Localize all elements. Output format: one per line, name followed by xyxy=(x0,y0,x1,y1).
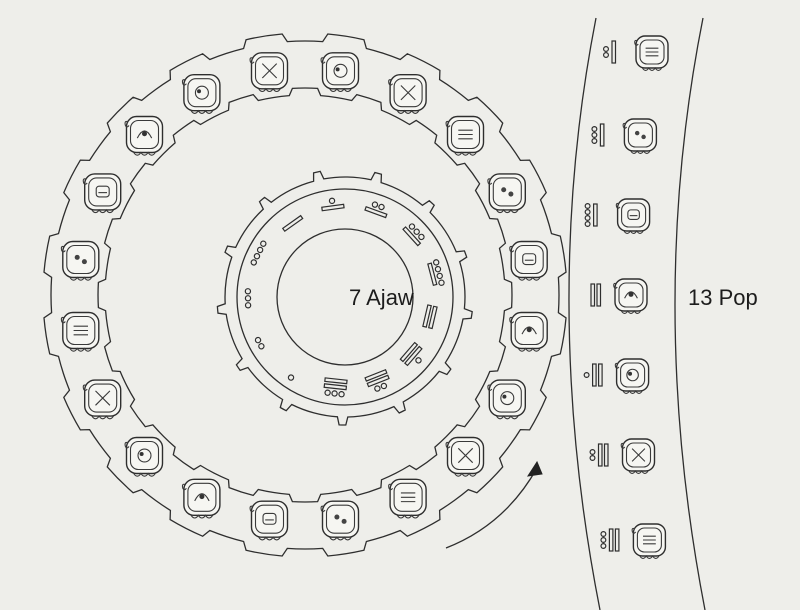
tzolkin-day-sign-icon xyxy=(487,173,526,214)
number-wheel-inner-rim xyxy=(236,188,454,406)
arrow-head xyxy=(526,460,543,477)
maya-numeral xyxy=(250,240,267,266)
tzolkin-day-sign-icon xyxy=(388,478,427,519)
tzolkin-day-sign-icon xyxy=(320,52,360,93)
maya-numeral xyxy=(281,214,304,233)
center-label: 7 Ajaw xyxy=(349,285,414,310)
tzolkin-day-sign-icon xyxy=(82,173,122,214)
band-label: 13 Pop xyxy=(688,285,758,310)
maya-numeral xyxy=(287,374,295,381)
haab-month-sign-icon xyxy=(631,523,667,559)
inner-rim xyxy=(97,87,513,503)
maya-numeral xyxy=(603,40,617,64)
haab-month-sign-icon xyxy=(634,35,669,71)
center-disc xyxy=(276,228,414,366)
maya-numeral xyxy=(244,288,252,309)
tzolkin-day-sign-icon xyxy=(445,436,485,477)
tzolkin-day-sign-icon xyxy=(60,240,100,281)
band-left-edge xyxy=(568,17,601,610)
arrow-shaft xyxy=(445,467,538,549)
maya-numeral xyxy=(591,123,605,147)
tzolkin-day-sign-icon xyxy=(124,115,164,156)
tzolkin-day-sign-icon xyxy=(388,73,427,114)
maya-numeral xyxy=(590,283,602,307)
maya-numeral xyxy=(364,368,390,392)
maya-numeral xyxy=(323,377,348,398)
haab-month-band xyxy=(568,17,706,610)
tzolkin-day-sign-icon xyxy=(60,311,100,352)
tzolkin-day-sign-icon xyxy=(82,379,122,420)
maya-numeral xyxy=(427,259,445,287)
band-right-edge xyxy=(674,17,706,610)
haab-month-sign-icon xyxy=(622,118,658,154)
tzolkin-day-sign-icon xyxy=(320,500,360,541)
tzolkin-day-sign-icon xyxy=(249,52,289,93)
haab-month-sign-icon xyxy=(615,198,651,234)
maya-numeral xyxy=(399,341,423,367)
maya-numeral xyxy=(364,201,388,219)
maya-numeral xyxy=(589,443,609,467)
maya-numeral xyxy=(422,304,438,330)
number-wheel-outer-rim xyxy=(216,170,473,426)
maya-numeral xyxy=(254,336,265,350)
tzolkin-day-sign-icon xyxy=(445,115,485,156)
maya-numeral xyxy=(583,363,603,387)
curved-arrow-icon xyxy=(445,460,543,549)
tzolkin-day-sign-icon xyxy=(249,500,289,541)
maya-numeral xyxy=(584,203,598,228)
haab-month-sign-icon xyxy=(613,278,648,314)
tzolkin-day-sign-icon xyxy=(181,73,221,114)
outer-rim xyxy=(43,33,567,557)
haab-month-sign-icon xyxy=(614,358,650,394)
number-wheel xyxy=(216,170,473,426)
tzolkin-day-sign-icon xyxy=(181,478,221,519)
day-sign-wheel xyxy=(43,33,567,557)
tzolkin-day-sign-icon xyxy=(509,311,548,352)
maya-numeral xyxy=(600,528,620,552)
maya-numeral xyxy=(402,223,425,247)
tzolkin-day-sign-icon xyxy=(124,436,164,477)
maya-numeral xyxy=(321,197,345,212)
tzolkin-day-sign-icon xyxy=(487,379,526,420)
haab-month-sign-icon xyxy=(620,438,656,474)
tzolkin-day-sign-icon xyxy=(509,240,548,281)
